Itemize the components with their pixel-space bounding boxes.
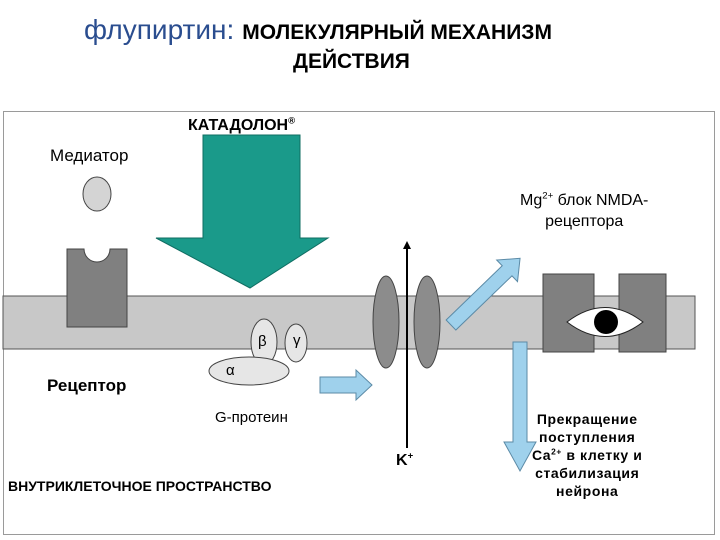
k-channel-right <box>413 275 441 369</box>
katadolon-label: КАТАДОЛОН® <box>188 115 296 134</box>
title-line-1: МОЛЕКУЛЯРНЫЙ МЕХАНИЗМ <box>242 21 552 44</box>
mediator-molecule <box>82 176 112 212</box>
g-protein-label: G-протеин <box>215 409 288 426</box>
intracellular-label: ВНУТРИКЛЕТОЧНОЕ ПРОСТРАНСТВО <box>8 478 272 494</box>
page-title: флупиртин: МОЛЕКУЛЯРНЫЙ МЕХАНИЗМ <box>84 14 552 46</box>
g-protein-arrow <box>319 368 373 402</box>
beta-label: β <box>258 333 267 350</box>
gamma-subunit <box>284 323 308 363</box>
title-drug-name: флупиртин: <box>84 14 235 45</box>
ca-stop-label: Прекращение поступления Ca2+ в клетку и … <box>532 411 643 499</box>
mg-block-arrow <box>445 257 521 331</box>
receptor-label: Рецептор <box>47 376 127 395</box>
mg-block-label: Mg2+ блок NMDA- рецептора <box>520 190 649 230</box>
k-ion-label: K+ <box>396 450 414 469</box>
katadolon-arrow <box>155 134 330 289</box>
title-line-2: ДЕЙСТВИЯ <box>293 50 410 73</box>
ca-stop-arrow <box>503 341 537 473</box>
k-channel-left <box>372 275 400 369</box>
mg-ion <box>594 310 618 334</box>
alpha-subunit <box>208 356 290 386</box>
alpha-label: α <box>226 362 235 379</box>
gamma-label: γ <box>293 332 301 349</box>
mediator-label: Медиатор <box>50 146 129 165</box>
receptor-block <box>66 248 128 328</box>
